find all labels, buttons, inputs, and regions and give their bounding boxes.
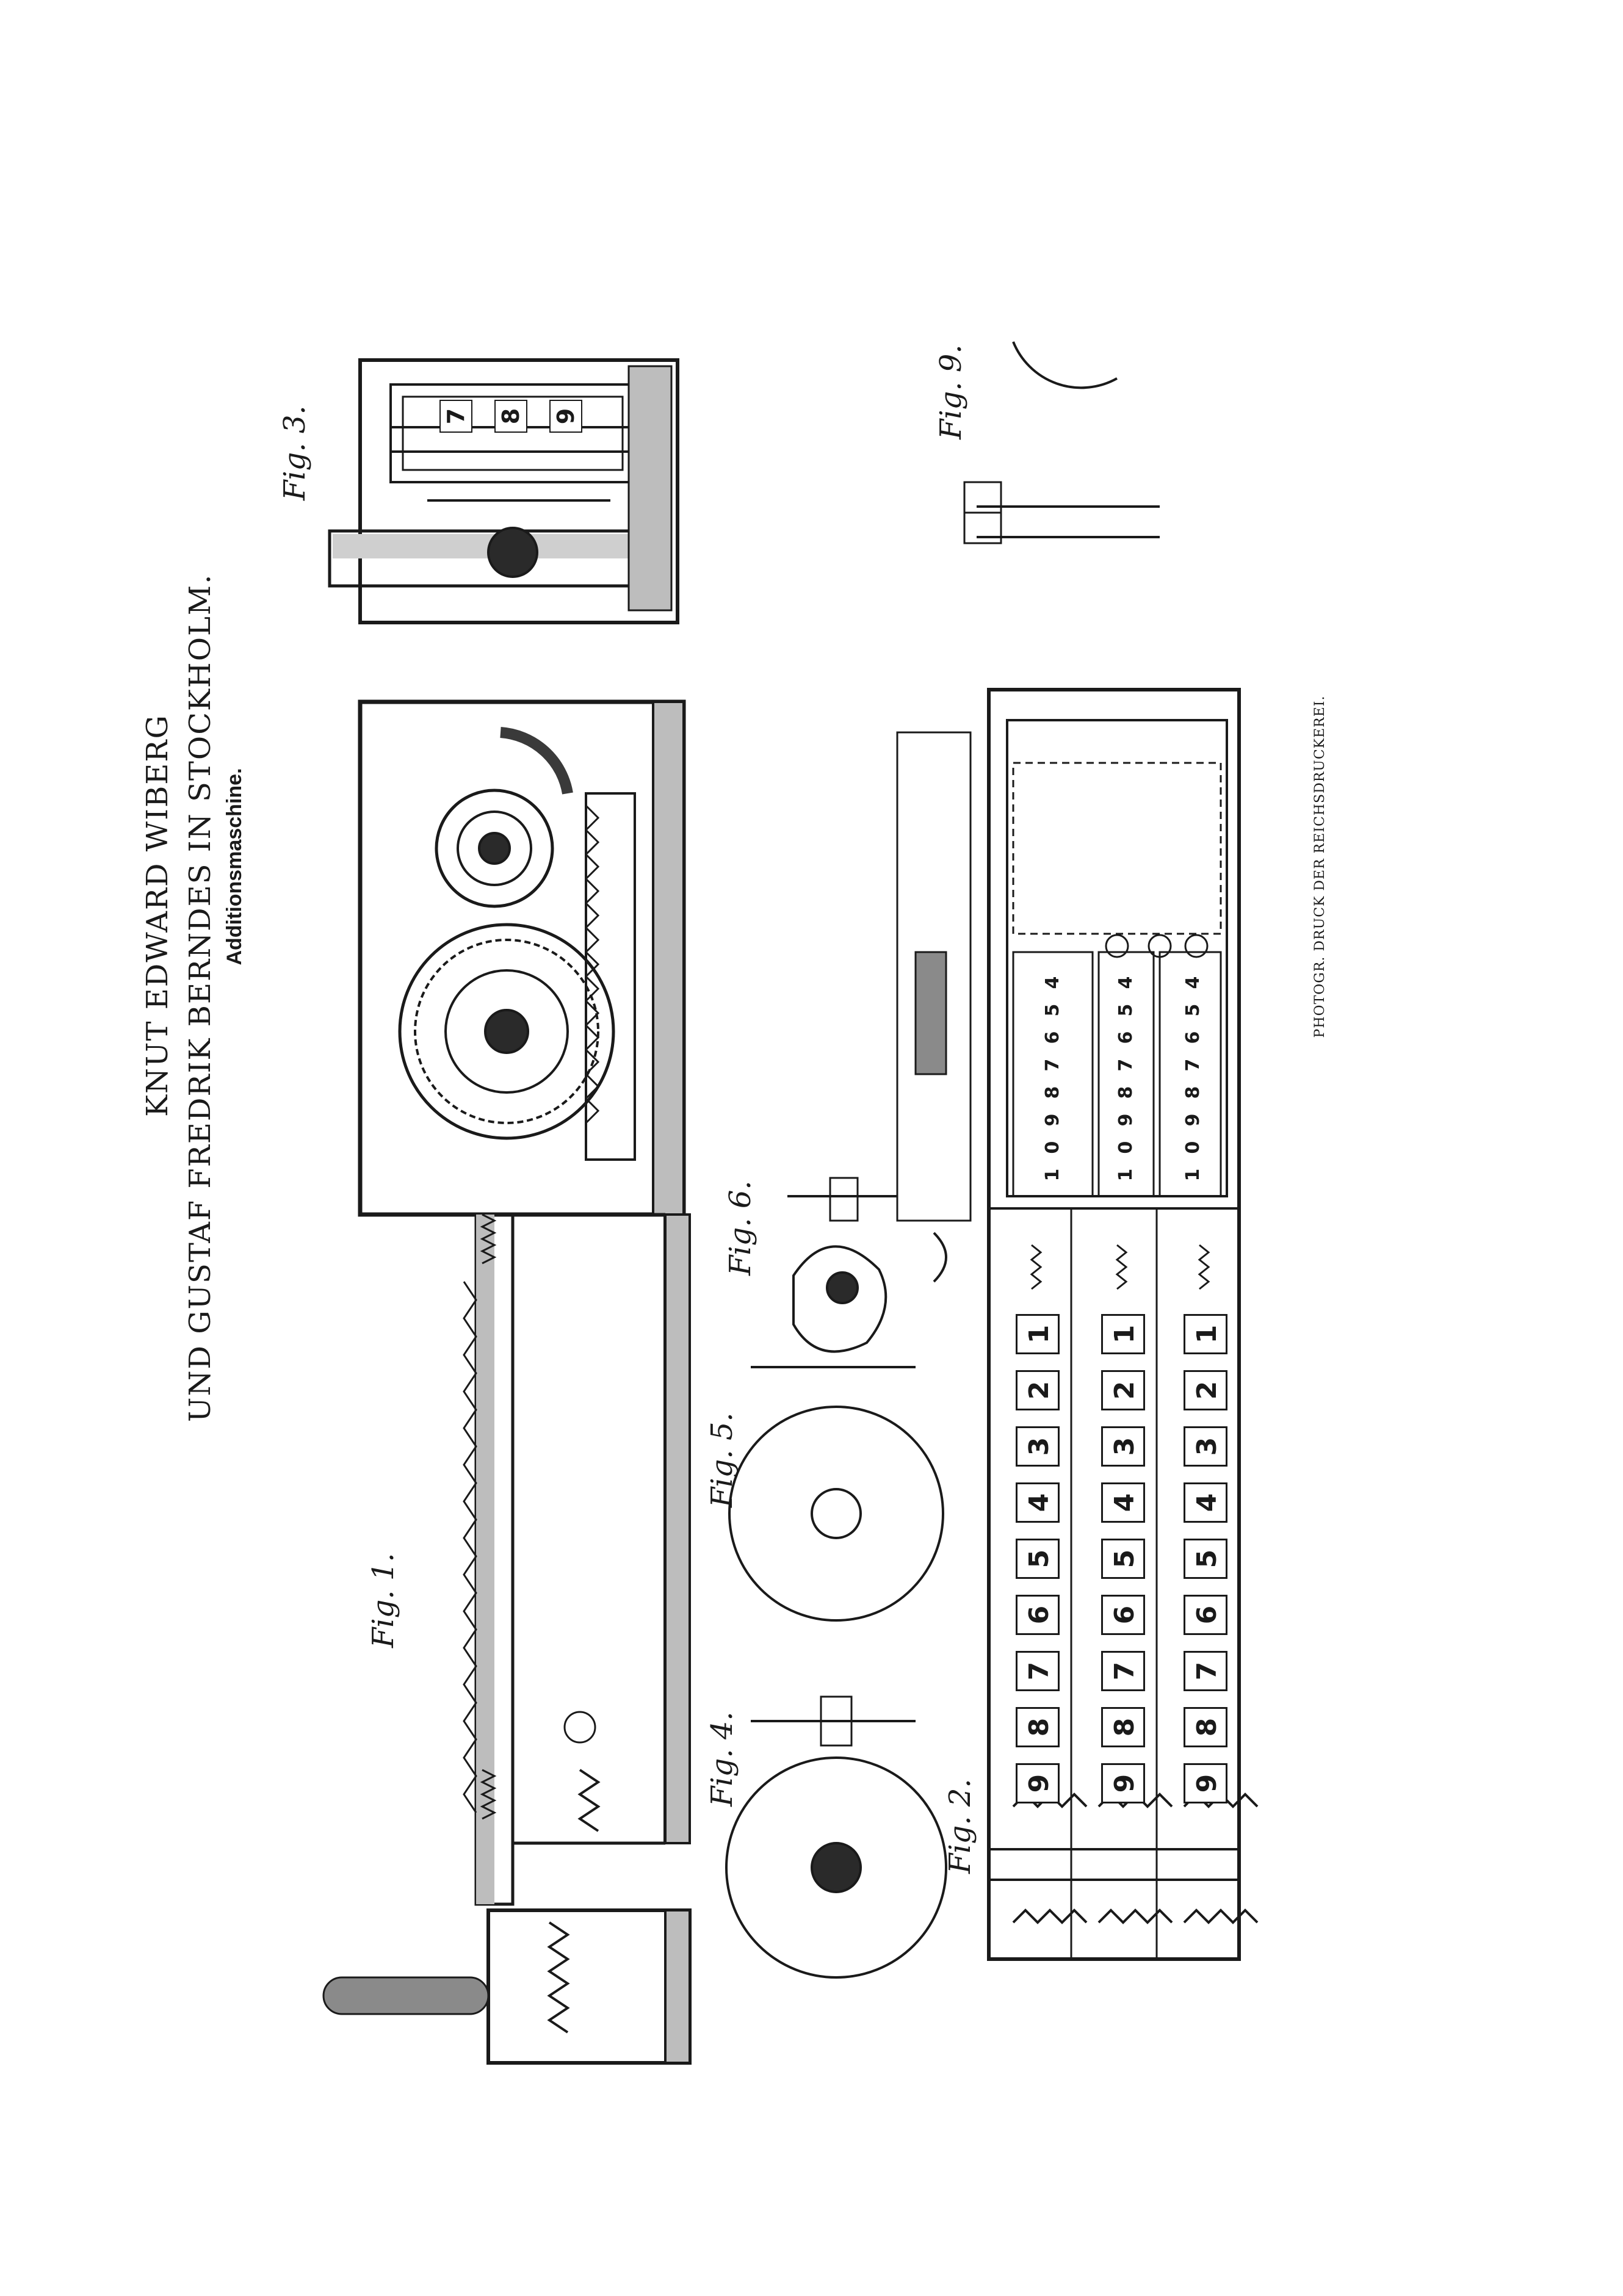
- key-2[interactable]: 2: [1101, 1370, 1145, 1410]
- counter-digit: 6: [1042, 1031, 1063, 1044]
- counter-digit: 4: [1115, 976, 1137, 989]
- counter-digit: 7: [1115, 1058, 1137, 1072]
- key-7[interactable]: 7: [1101, 1651, 1145, 1691]
- key-9[interactable]: 9: [1101, 1763, 1145, 1803]
- counter-digit: 1: [1042, 1168, 1063, 1182]
- key-3[interactable]: 3: [1101, 1426, 1145, 1467]
- key-5[interactable]: 5: [1101, 1539, 1145, 1579]
- key-7[interactable]: 7: [1016, 1651, 1060, 1691]
- fig4-drawing: [725, 1695, 947, 1979]
- counter-digit: 6: [1115, 1031, 1137, 1044]
- counter-digit: 1: [1182, 1168, 1204, 1182]
- key-5[interactable]: 5: [1184, 1539, 1227, 1579]
- counter-digit: 5: [1182, 1003, 1204, 1017]
- key-3[interactable]: 3: [1184, 1426, 1227, 1467]
- counter-digit: 8: [1115, 1086, 1137, 1099]
- counter-digit: 0: [1182, 1141, 1204, 1154]
- fig3-digit: 7: [439, 400, 472, 433]
- counter-digit: 0: [1115, 1141, 1137, 1154]
- key-4[interactable]: 4: [1184, 1482, 1227, 1523]
- key-5[interactable]: 5: [1016, 1539, 1060, 1579]
- key-1[interactable]: 1: [1016, 1314, 1060, 1354]
- fig6-drawing: [787, 1177, 897, 1353]
- fig2-drawing: [896, 688, 1259, 1961]
- key-6[interactable]: 6: [1101, 1595, 1145, 1635]
- counter-digit: 7: [1182, 1058, 1204, 1072]
- key-2[interactable]: 2: [1016, 1370, 1060, 1410]
- key-8[interactable]: 8: [1184, 1707, 1227, 1747]
- counter-digit: 5: [1042, 1003, 1063, 1017]
- fig1-drawing: [322, 699, 692, 2065]
- fig9-drawing: [963, 341, 1160, 544]
- counter-digit: 8: [1042, 1086, 1063, 1099]
- counter-digit: 4: [1182, 976, 1204, 989]
- key-4[interactable]: 4: [1016, 1482, 1060, 1523]
- key-8[interactable]: 8: [1101, 1707, 1145, 1747]
- fig3-digit: 8: [494, 400, 527, 433]
- fig3-drawing: [328, 358, 679, 624]
- key-9[interactable]: 9: [1016, 1763, 1060, 1803]
- key-6[interactable]: 6: [1016, 1595, 1060, 1635]
- key-9[interactable]: 9: [1184, 1763, 1227, 1803]
- fig3-digit: 9: [549, 400, 582, 433]
- key-4[interactable]: 4: [1101, 1482, 1145, 1523]
- key-7[interactable]: 7: [1184, 1651, 1227, 1691]
- counter-digit: 1: [1115, 1168, 1137, 1182]
- counter-digit: 4: [1042, 976, 1063, 989]
- counter-digit: 9: [1182, 1113, 1204, 1127]
- counter-digit: 6: [1182, 1031, 1204, 1044]
- key-8[interactable]: 8: [1016, 1707, 1060, 1747]
- key-1[interactable]: 1: [1184, 1314, 1227, 1354]
- key-2[interactable]: 2: [1184, 1370, 1227, 1410]
- counter-digit: 9: [1115, 1113, 1137, 1127]
- counter-digit: 8: [1182, 1086, 1204, 1099]
- counter-digit: 5: [1115, 1003, 1137, 1017]
- counter-digit: 7: [1042, 1058, 1063, 1072]
- counter-digit: 0: [1042, 1141, 1063, 1154]
- key-1[interactable]: 1: [1101, 1314, 1145, 1354]
- fig5-drawing: [728, 1366, 944, 1622]
- key-6[interactable]: 6: [1184, 1595, 1227, 1635]
- counter-digit: 9: [1042, 1113, 1063, 1127]
- key-3[interactable]: 3: [1016, 1426, 1060, 1467]
